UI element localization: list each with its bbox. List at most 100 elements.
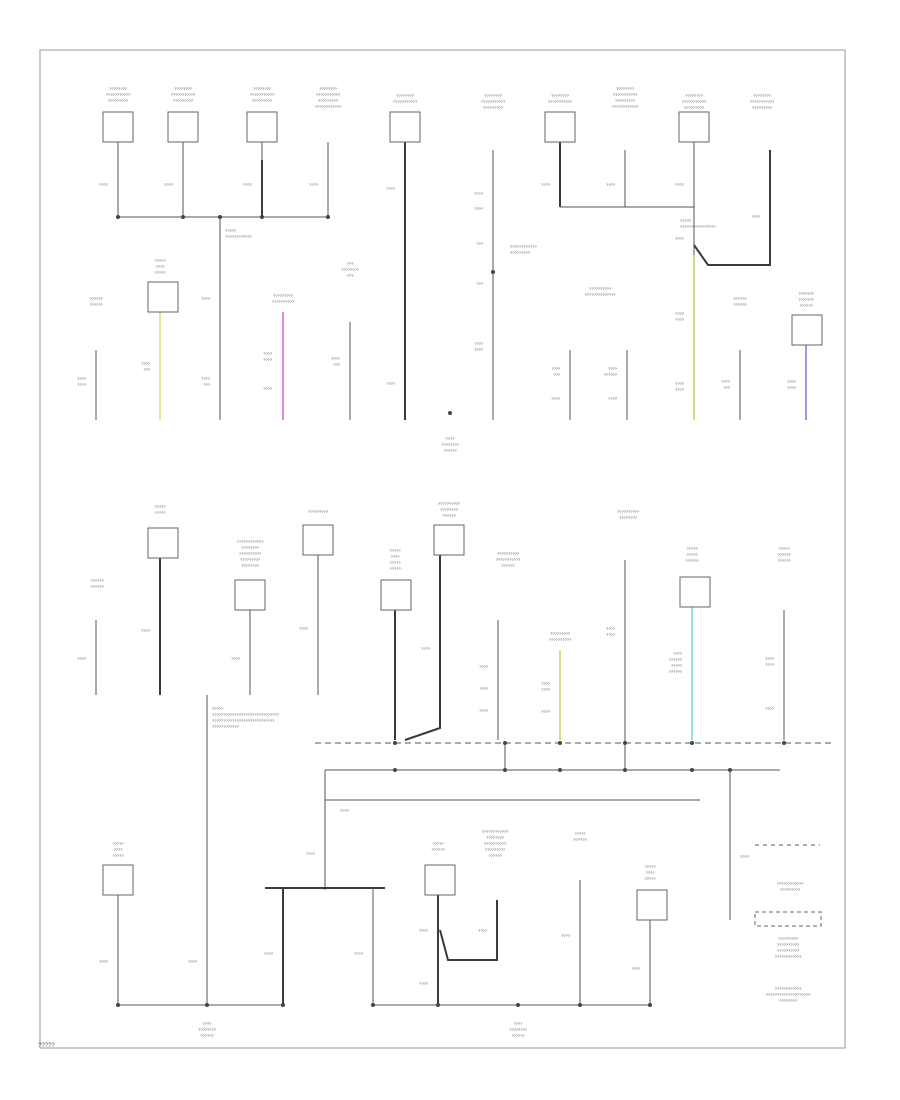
- wire-color-label: ????: [263, 357, 273, 362]
- top-component-3: [246, 111, 278, 143]
- component-name-label: ????: [156, 264, 166, 269]
- wire-color-label: ????: [201, 296, 211, 301]
- component-name-label: ???: [347, 261, 354, 266]
- wire-color-label: ????: [631, 966, 641, 971]
- connector-box-dashed: [754, 911, 822, 927]
- splice-node: [205, 1003, 209, 1007]
- component-name-label: ????: [391, 554, 401, 559]
- wire-color-label: ???: [143, 367, 150, 372]
- component-name-label: ??????: [799, 303, 813, 308]
- component-name-label: ?????????: [318, 98, 339, 103]
- component-box: [380, 579, 412, 611]
- component-box: [147, 281, 179, 313]
- connector-label: ????????????: [775, 954, 802, 959]
- connector-label: ????????: [779, 998, 798, 1003]
- component-name-label: ????????: [241, 563, 260, 568]
- component-name-label: ?????????: [308, 509, 329, 514]
- wire-color-label: ????: [309, 182, 319, 187]
- component-name-label: ??????: [501, 563, 515, 568]
- component-name-label: ?????????: [108, 98, 129, 103]
- wire-color-label: ????: [675, 387, 685, 392]
- wire-color-label: ????: [740, 854, 750, 859]
- splice-node: [116, 215, 120, 219]
- component-name-label: ?????????: [273, 293, 294, 298]
- component-name-label: ???????????: [682, 99, 707, 104]
- wire-color-label: ????: [675, 317, 685, 322]
- ground-location-label: ??????: [200, 1033, 214, 1038]
- component-box: [433, 524, 465, 556]
- component-name-label: ??????: [442, 513, 456, 518]
- component-name-label: ?????: [389, 566, 401, 571]
- wire-color-label: ????: [77, 656, 87, 661]
- wire-color-label: ????: [551, 366, 561, 371]
- splice-node: [326, 215, 330, 219]
- wire-color-label: ????: [551, 396, 561, 401]
- wire-color-label: ????: [77, 376, 87, 381]
- splice-node: [393, 741, 397, 745]
- component-name-label: ?????????: [240, 557, 261, 562]
- wire-color-label: ????: [606, 632, 616, 637]
- ground-splice-point: [218, 215, 222, 219]
- wire-color-label: ????: [340, 808, 350, 813]
- wire-color-label: ????: [386, 186, 396, 191]
- splice-node: [728, 768, 732, 772]
- component-name-label: ???: [347, 273, 354, 278]
- ground-location-label: ????????: [509, 1027, 528, 1032]
- component-name-label: ????????: [685, 93, 704, 98]
- component-name-label: ?????: [778, 546, 790, 551]
- wire-color-label: ????: [243, 182, 253, 187]
- wire-color-label: ????: [606, 626, 616, 631]
- component-box: [679, 576, 711, 608]
- wire-color-label: ????: [478, 928, 488, 933]
- wire-color-label: ????: [264, 951, 274, 956]
- component-name-label: ?????: [686, 546, 698, 551]
- component-name-label: ????: [646, 870, 656, 875]
- component-name-label: ????????????: [237, 539, 264, 544]
- wire-color-label: ????: [77, 382, 87, 387]
- component-name-label: ?????: [154, 510, 166, 515]
- splice-node: [690, 741, 694, 745]
- wire-color-label: ????: [787, 379, 797, 384]
- wire-color-label: ????: [787, 385, 797, 390]
- component-name-label: ????????: [616, 86, 635, 91]
- component-name-label: ?????: [574, 831, 586, 836]
- wire-color-label: ???: [203, 382, 210, 387]
- component-box: [636, 889, 668, 921]
- label-layer: ????????????????????????????????????????…: [77, 86, 814, 1038]
- ground-location-label: ????: [446, 436, 456, 441]
- component-name-label: ????????: [484, 93, 503, 98]
- wire-color-label: ????: [606, 182, 616, 187]
- component-name-label: ??????????: [484, 841, 507, 846]
- component-name-label: ??????: [685, 558, 699, 563]
- ground-location-label: ????: [203, 1021, 213, 1026]
- component-name-label: ?????????: [550, 631, 571, 636]
- component-name-label: ???????????: [496, 557, 521, 562]
- connector-label: ??????????: [777, 948, 800, 953]
- wire-color-label: ????: [479, 664, 489, 669]
- wire-color-label: ????: [541, 182, 551, 187]
- wire-color-label: ??????: [669, 669, 683, 674]
- wire-color-label: ????: [306, 851, 316, 856]
- component-box: [147, 527, 179, 559]
- component-name-label: ????: [114, 847, 124, 852]
- wire-color-label: ??????: [604, 372, 618, 377]
- ground-wire-thick: [439, 900, 498, 961]
- component-name-label: ????????: [551, 93, 570, 98]
- component-box: [302, 524, 334, 556]
- component-name-label: ???????: [798, 291, 814, 296]
- component-name-label: ??????: [89, 296, 103, 301]
- ground-location-label: ????????: [441, 442, 460, 447]
- component-name-label: ?????????: [684, 105, 705, 110]
- wire-color-label: ????: [141, 361, 151, 366]
- connector-label: ????????????: [775, 986, 802, 991]
- component-name-label: ????????: [341, 267, 360, 272]
- connector-label: ??????????: [777, 942, 800, 947]
- component-box: [234, 579, 266, 611]
- ground-location-label: ????????: [198, 1027, 217, 1032]
- wire-color-label: ????: [561, 933, 571, 938]
- component-name-label: ????????????: [482, 829, 509, 834]
- component-name-label: ????????: [619, 515, 638, 520]
- component-name-label: ??????: [777, 552, 791, 557]
- wire-color-label: ????: [541, 709, 551, 714]
- wire-color-label: ????: [141, 628, 151, 633]
